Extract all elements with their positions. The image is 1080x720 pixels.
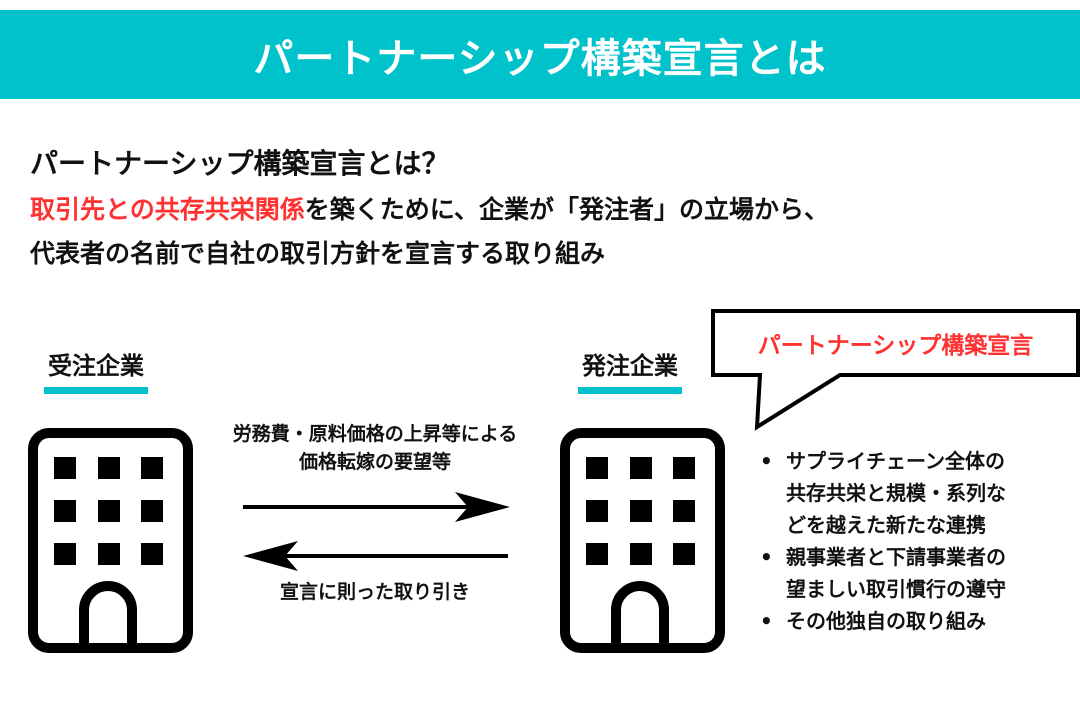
bullet-line: サプライチェーン全体の: [786, 449, 1005, 473]
arrow-right-caption: 労務費・原料価格の上昇等による 価格転嫁の要望等: [190, 420, 560, 476]
intro-heading: パートナーシップ構築宣言とは？: [30, 147, 450, 180]
arrow-right-icon: [243, 492, 510, 522]
bullet-line: 共存共栄と規模・系列な: [786, 481, 1006, 505]
buyer-building-icon: [560, 428, 725, 653]
speech-bubble: [711, 309, 1080, 431]
intro-highlight: 取引先との共存共栄関係: [30, 195, 305, 224]
supplier-label: 受注企業: [44, 346, 148, 394]
building-windows: [54, 457, 695, 565]
supplier-building-icon: [28, 428, 193, 653]
intro-line-2-rest: を築くために、企業が「発注者」の立場から、: [304, 195, 830, 224]
caption-line: 価格転嫁の要望等: [298, 451, 451, 473]
intro-line-3: 代表者の名前で自社の取引方針を宣言する取り組み: [30, 239, 606, 268]
callout-label: パートナーシップ構築宣言: [757, 333, 1034, 359]
bullet-line: 望ましい取引慣行の遵守: [786, 577, 1006, 601]
arrow-left-icon: [243, 541, 508, 571]
banner-title: パートナーシップ構築宣言とは: [253, 35, 827, 82]
title-banner: パートナーシップ構築宣言とは: [0, 10, 1080, 99]
arrow-left-caption: 宣言に則った取り引き: [279, 581, 470, 603]
bullet-line: その他独自の取り組み: [786, 609, 986, 633]
caption-line: 労務費・原料価格の上昇等による: [232, 423, 518, 445]
bullet-line: 親事業者と下請事業者の: [786, 545, 1006, 569]
intro-line-2: 取引先との共存共栄関係を築くために、企業が「発注者」の立場から、: [30, 190, 829, 226]
buyer-label: 発注企業: [578, 346, 682, 394]
bullet-item: その他独自の取り組み: [760, 605, 1006, 637]
bullet-line: どを越えた新たな連携: [786, 513, 986, 537]
